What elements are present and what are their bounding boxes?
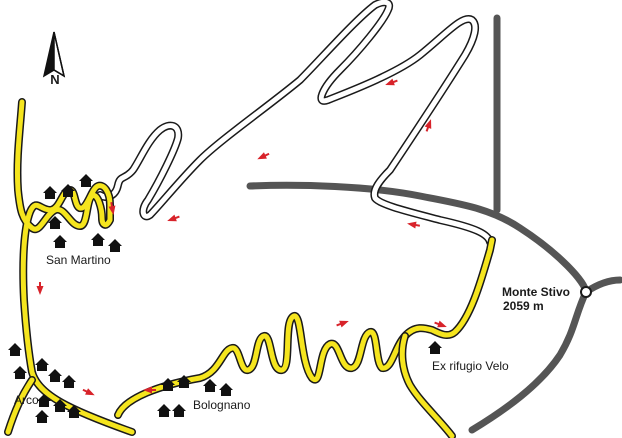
direction-arrow-icon (35, 281, 45, 296)
label-peak-name: Monte Stivo (502, 285, 570, 299)
label-peak-elevation: 2059 m (503, 299, 544, 313)
house-icon (48, 369, 62, 382)
house-icon (172, 404, 186, 417)
house-icon (157, 404, 171, 417)
road-ridge-west (246, 181, 590, 296)
north-label: N (50, 72, 59, 87)
label-san-martino: San Martino (46, 253, 111, 267)
house-icon (79, 174, 93, 187)
direction-arrow-icon (80, 385, 98, 400)
direction-arrow-icon (405, 219, 422, 231)
summit-marker-icon (580, 286, 592, 298)
label-ex-rifugio-velo: Ex rifugio Velo (432, 359, 509, 373)
house-icon (108, 239, 122, 252)
house-icon (35, 358, 49, 371)
yellow-route (4, 98, 496, 438)
house-icon (53, 235, 67, 248)
house-icon (219, 383, 233, 396)
house-icon (91, 233, 105, 246)
house-icon (13, 366, 27, 379)
north-arrow-icon (42, 31, 66, 78)
house-icon (43, 186, 57, 199)
direction-arrow-icon (334, 316, 352, 330)
house-icon (428, 341, 442, 354)
house-icon (61, 184, 75, 197)
house-icon (62, 375, 76, 388)
label-arco: Arco (14, 393, 39, 407)
white-route (96, 0, 494, 246)
direction-arrow-icon (164, 212, 182, 226)
label-bolognano: Bolognano (193, 398, 251, 412)
house-icon (203, 379, 217, 392)
house-icon (8, 343, 22, 356)
direction-arrow-icon (254, 149, 272, 164)
road-south (468, 288, 590, 434)
house-icon (35, 410, 49, 423)
